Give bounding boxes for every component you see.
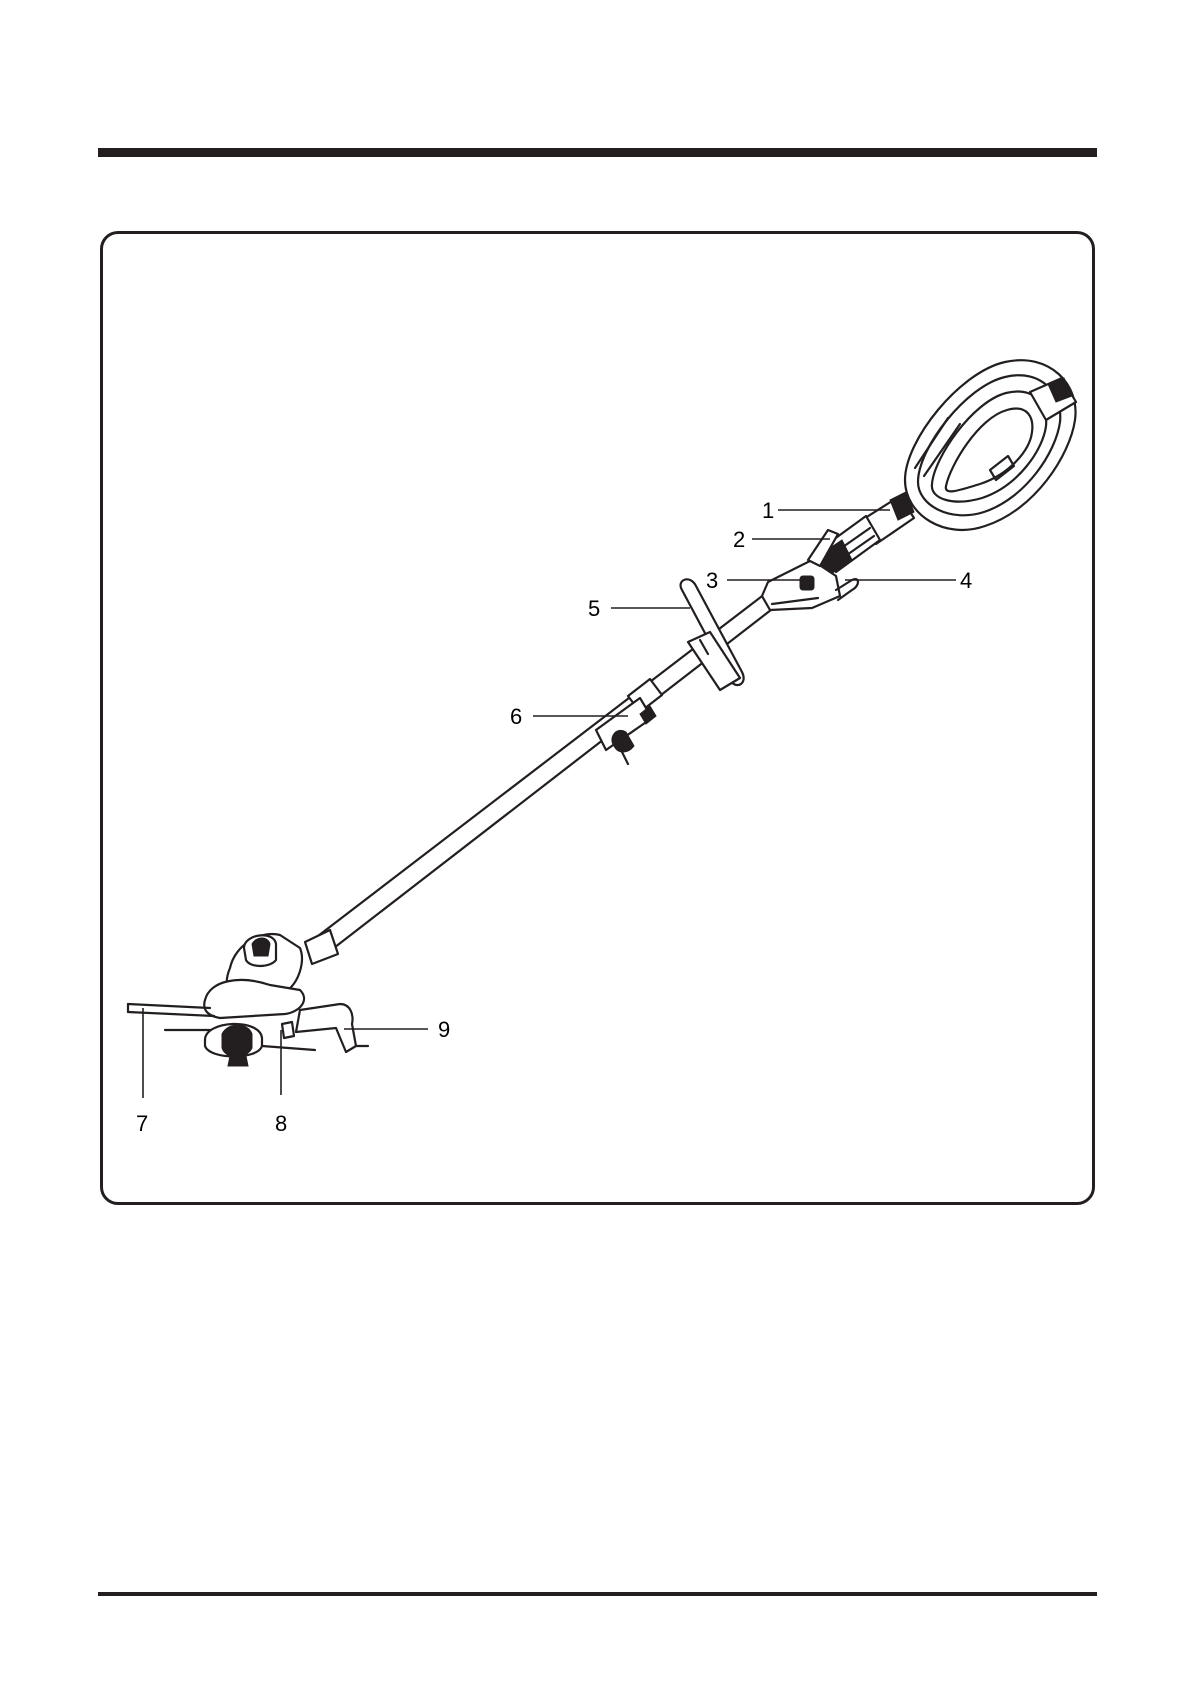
callout-2: 2 <box>733 527 745 552</box>
callout-3: 3 <box>706 568 718 593</box>
callout-9: 9 <box>438 1017 450 1042</box>
callout-7: 7 <box>136 1111 148 1136</box>
callout-6: 6 <box>510 704 522 729</box>
shaft-coupler <box>596 698 656 764</box>
cutting-head <box>128 930 368 1066</box>
battery-housing <box>905 360 1076 530</box>
callout-1: 1 <box>762 498 774 523</box>
callout-5: 5 <box>588 596 600 621</box>
callout-4: 4 <box>960 568 972 593</box>
bottom-rule <box>98 1592 1097 1596</box>
callout-8: 8 <box>275 1111 287 1136</box>
